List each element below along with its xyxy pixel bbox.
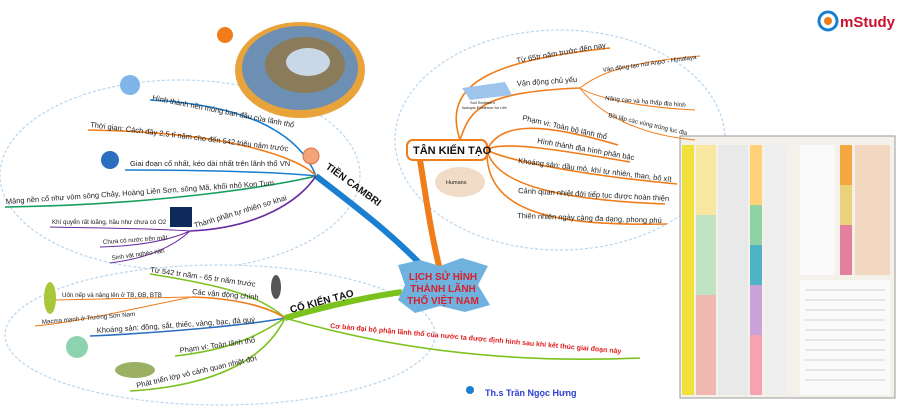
- tan-kien-tao-node[interactable]: TÂN KIẾN TẠO: [413, 144, 492, 157]
- author-credit: Th.s Trần Ngọc Hưng: [485, 388, 577, 398]
- early-earth-icon: [120, 75, 140, 95]
- dinosaur-icon: [115, 362, 155, 378]
- center-line-3: THỔ VIỆT NAM: [407, 294, 479, 307]
- mstudy-logo: mStudy: [817, 10, 896, 32]
- center-node[interactable]: LỊCH SỬ HÌNH THÀNH LÃNH THỔ VIỆT NAM: [398, 258, 490, 313]
- cosmic-image: [170, 207, 192, 227]
- svg-text:Humans: Humans: [446, 180, 467, 186]
- trilobite-icon: [271, 275, 281, 299]
- tc-sub-1: Khí quyển rất loãng, hầu như chưa có O2: [52, 219, 167, 226]
- tc-item-3: Giai đoạn cổ nhất, kéo dài nhất trên lãn…: [130, 159, 290, 168]
- soil-sediment-image: Soil Sediment Isotopic Evidence for Life: [462, 82, 512, 110]
- ckt-sub-1: Uốn nếp và nâng lên ở TB, ĐB, BTB: [62, 292, 162, 299]
- author-logo-icon: [466, 386, 474, 394]
- center-line-2: THÀNH LÃNH: [410, 282, 476, 295]
- svg-text:Soil Sediment: Soil Sediment: [470, 100, 496, 105]
- tkt-item-2: Vận động chủ yếu: [517, 75, 578, 88]
- center-line-1: LỊCH SỬ HÌNH: [409, 270, 477, 283]
- human-skull-image: Humans: [435, 167, 485, 197]
- cell-icon: [66, 336, 88, 358]
- geologic-time-table-image: [679, 135, 896, 399]
- svg-text:mStudy: mStudy: [840, 14, 896, 31]
- worm-fossil-icon: [44, 282, 56, 314]
- branch-tan-kien-tao: [417, 47, 701, 271]
- earth-history-spiral-image: [217, 22, 365, 118]
- earth-layer-icon: [302, 147, 320, 165]
- branch-co-kien-tao: [34, 273, 641, 392]
- planet-icon: [101, 151, 119, 169]
- svg-text:Isotopic Evidence for Life: Isotopic Evidence for Life: [462, 105, 507, 110]
- tc-sub-2: Chưa có nước trên mặt: [103, 234, 168, 246]
- tan-kien-tao-box[interactable]: [406, 139, 488, 161]
